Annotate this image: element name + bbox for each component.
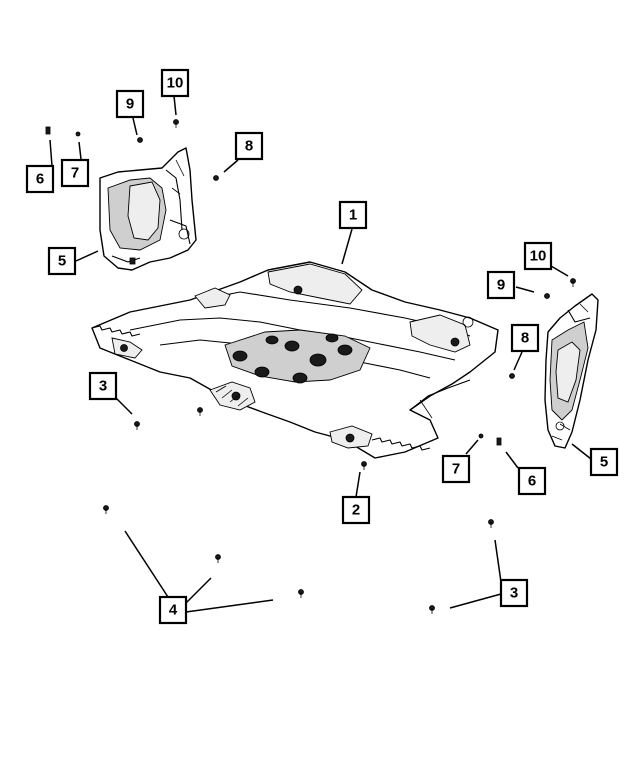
svg-text:6: 6 [36,171,44,188]
screw-fastener [478,433,484,439]
screw-fastener [75,131,81,137]
pin-fastener [134,421,140,430]
svg-text:2: 2 [352,502,360,519]
fasteners [45,119,576,614]
callout-7: 7 [60,158,90,188]
right-splash-shield [544,293,599,449]
callout-4: 4 [158,595,188,625]
svg-text:8: 8 [521,330,529,347]
callout-9: 9 [486,270,516,300]
left-splash-shield [99,147,197,271]
clip-fastener [45,126,51,135]
svg-text:5: 5 [600,454,608,471]
svg-text:9: 9 [126,96,134,113]
callout-9: 9 [115,89,145,119]
screw-fastener [173,119,179,128]
nut-fastener [509,373,515,379]
pin-fastener [215,554,221,563]
callout-10: 10 [160,68,190,98]
callout-5: 5 [47,246,77,276]
svg-text:5: 5 [58,253,66,270]
callout-6: 6 [517,466,547,496]
svg-text:9: 9 [497,277,505,294]
pin-fastener [488,519,494,528]
callout-5: 5 [589,447,619,477]
screw-fastener [544,293,550,299]
svg-text:3: 3 [510,585,518,602]
nut-fastener [213,175,219,181]
callout-8: 8 [234,131,264,161]
callout-3: 3 [88,371,118,401]
screw-fastener [137,137,143,143]
pin-fastener [361,461,367,470]
callout-6: 6 [25,164,55,194]
callout-10: 10 [523,241,553,271]
svg-text:1: 1 [349,207,357,224]
callout-3: 3 [499,578,529,608]
svg-text:8: 8 [245,138,253,155]
leader-lines [49,95,592,613]
screw-fastener [570,278,576,287]
callout-7: 7 [441,454,471,484]
svg-text:7: 7 [452,461,460,478]
callout-1: 1 [338,200,368,230]
skid-plate [91,261,499,459]
pin-fastener [298,589,304,598]
callout-8: 8 [510,323,540,353]
pin-fastener [197,407,203,416]
callout-2: 2 [341,495,371,525]
clip-fastener [496,437,502,446]
svg-text:10: 10 [530,248,547,265]
svg-text:4: 4 [169,602,178,619]
pin-fastener [429,605,435,614]
svg-text:7: 7 [71,165,79,182]
svg-text:10: 10 [167,75,184,92]
pin-fastener [103,505,109,514]
svg-text:6: 6 [528,473,536,490]
svg-text:3: 3 [99,378,107,395]
